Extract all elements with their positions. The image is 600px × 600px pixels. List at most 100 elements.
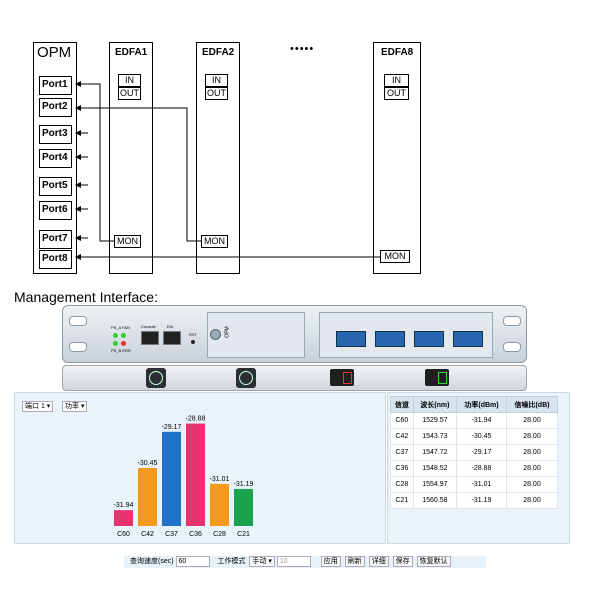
table-header[interactable]: 信噪比(dB) [505,396,559,413]
console-port[interactable] [141,331,159,345]
optical-port-block-1[interactable] [336,331,366,347]
opm-port-2: Port2 [39,98,72,117]
mode-select[interactable]: 功率 ▾ [62,401,88,412]
table-cell: 1547.72 [412,444,458,461]
data-label: -30.45 [138,460,158,467]
detail-button[interactable]: 详细 [368,556,389,567]
ps-fan-label: PS_A FAN [111,325,130,330]
apply-button[interactable]: 应用 [320,556,341,567]
count-input[interactable]: 10 [276,556,311,567]
opm-port-1: Port1 [39,76,72,95]
mode-label: 工作模式 [217,558,246,565]
bar-C21 [234,488,253,526]
opm-port-3: Port3 [39,125,72,144]
fan-icon-1 [146,368,166,388]
refresh-button[interactable]: 刷新 [344,556,365,567]
data-label: -29.17 [162,424,182,431]
rack-ear-left-bottom [69,342,87,352]
table-cell: C21 [390,492,414,509]
rst-label: RST [189,332,197,337]
ps-err-label: PS_B ERR [111,348,131,353]
table-cell: 28.00 [505,412,559,429]
restore-default-button[interactable]: 恢复默认 [416,556,451,567]
ellipsis: ••••• [290,43,315,55]
power-bar-chart: -31.94C60-30.45C42-29.17C37-28.88C36-31.… [114,416,254,538]
edfa8-mon: MON [380,250,410,263]
bar-C28 [210,483,229,526]
bottom-toolbar: 查询速度(sec) 60 工作模式 手动 ▾ 10 应用 刷新 详细 保存 恢复… [124,556,486,568]
table-cell: -31.19 [456,492,507,509]
table-cell: 1548.52 [412,460,458,477]
speed-input[interactable]: 60 [175,556,210,567]
ps-led-2 [121,333,126,338]
connection-lines [75,81,380,260]
opm-port-6: Port6 [39,201,72,220]
edfa1-title: EDFA1 [115,47,148,58]
table-cell: 1543.73 [412,428,458,445]
table-cell: C28 [390,476,414,493]
opm-port-5: Port5 [39,177,72,196]
category-label: C21 [237,531,250,538]
opm-module: OPM [207,312,305,358]
eth-port[interactable] [163,331,181,345]
category-label: C37 [165,531,178,538]
edfa1-out: OUT [118,87,141,100]
management-interface-label: Management Interface: [14,289,158,305]
optical-port-block-2[interactable] [375,331,405,347]
table-cell: 28.00 [505,460,559,477]
optical-port-block-4[interactable] [453,331,483,347]
line-port2 [75,105,201,242]
data-label: -31.01 [210,476,230,483]
optical-port-block-3[interactable] [414,331,444,347]
table-cell: C37 [390,444,414,461]
opm-port-4: Port4 [39,149,72,168]
category-label: C42 [141,531,154,538]
table-cell: 1554.97 [412,476,458,493]
table-header[interactable]: 功率(dBm) [456,396,507,413]
table-cell: 28.00 [505,428,559,445]
speed-label: 查询速度(sec) [130,558,174,565]
table-header[interactable]: 波长(nm) [412,396,458,413]
edfa8-title: EDFA8 [381,47,414,58]
table-cell: 28.00 [505,476,559,493]
table-header[interactable]: 信道 [390,396,414,413]
table-cell: -29.17 [456,444,507,461]
console-label: Console [141,324,156,329]
power-supply-green [425,369,449,386]
line-port1 [75,81,114,242]
table-cell: C60 [390,412,414,429]
table-cell: C42 [390,428,414,445]
bar-C60 [114,510,133,526]
ps-led-4 [121,341,126,346]
bar-C36 [186,423,205,526]
bar-C42 [138,468,157,526]
table-cell: -31.01 [456,476,507,493]
category-label: C60 [117,531,130,538]
work-mode-select[interactable]: 手动 ▾ [249,556,275,567]
table-cell: -28.88 [456,460,507,477]
optical-module [319,312,493,358]
rst-button[interactable] [191,340,195,344]
rack-ear-right-bottom [503,342,521,352]
edfa2-out: OUT [205,87,228,100]
eth-label: Eth [167,324,174,329]
opm-module-label: OPM [224,326,231,338]
module-screw-icon [210,329,221,340]
save-button[interactable]: 保存 [392,556,413,567]
fan-icon-2 [236,368,256,388]
table-cell: 1560.58 [412,492,458,509]
table-cell: 1529.57 [412,412,458,429]
data-label: -31.94 [114,502,134,509]
rack-ear-right-top [503,316,521,326]
edfa2-title: EDFA2 [202,47,235,58]
ps-led-1 [113,333,118,338]
port-select[interactable]: 端口 1 ▾ [22,401,54,412]
bar-C37 [162,431,181,526]
edfa1-in: IN [118,74,141,87]
